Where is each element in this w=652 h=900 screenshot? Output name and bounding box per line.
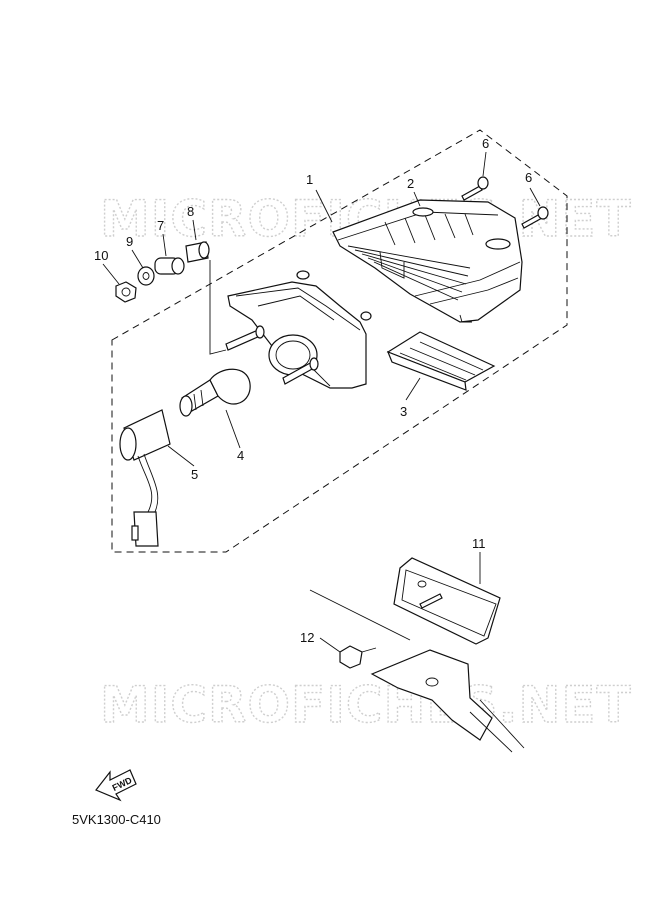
screw-upper [461,176,489,201]
callout-12: 12 [300,630,314,645]
assembly-boundary [111,129,568,553]
leader-4 [225,409,241,449]
callout-1: 1 [306,172,313,187]
callout-9: 9 [126,234,133,249]
reflector-pad [386,331,496,391]
callout-8: 8 [187,204,194,219]
leader-6b [529,187,541,207]
callout-4: 4 [237,448,244,463]
collar [185,241,210,263]
watermark-bottom: MICROFICHES.NET [100,676,632,734]
forward-arrow-icon: FWD [95,769,137,802]
leader-2 [413,191,421,207]
diagram-code: 5VK1300-C410 [72,812,161,827]
callout-11: 11 [472,536,486,551]
leader-12 [319,637,377,653]
socket-cord [119,409,171,547]
nut [115,281,137,303]
callout-10: 10 [94,248,108,263]
washer [137,266,155,286]
screw-right [521,206,549,229]
tail-light-housing [225,270,372,389]
mounting-bracket [309,589,525,753]
tail-lens [332,199,523,323]
leader-10 [102,263,120,285]
leader-7 [162,233,167,257]
leader-5 [167,445,195,467]
leader-9 [131,249,144,269]
leader-1 [315,189,333,223]
leader-8 [192,219,227,355]
callout-5: 5 [191,467,198,482]
leader-6a [482,151,487,177]
callout-2: 2 [407,176,414,191]
callout-3: 3 [400,404,407,419]
callout-6-right: 6 [525,170,532,185]
callout-6-upper: 6 [482,136,489,151]
flange-nut [339,645,363,669]
callout-7: 7 [157,218,164,233]
bulb [179,368,251,417]
grommet [154,257,185,275]
leader-3 [405,377,421,401]
side-reflector [393,557,501,645]
